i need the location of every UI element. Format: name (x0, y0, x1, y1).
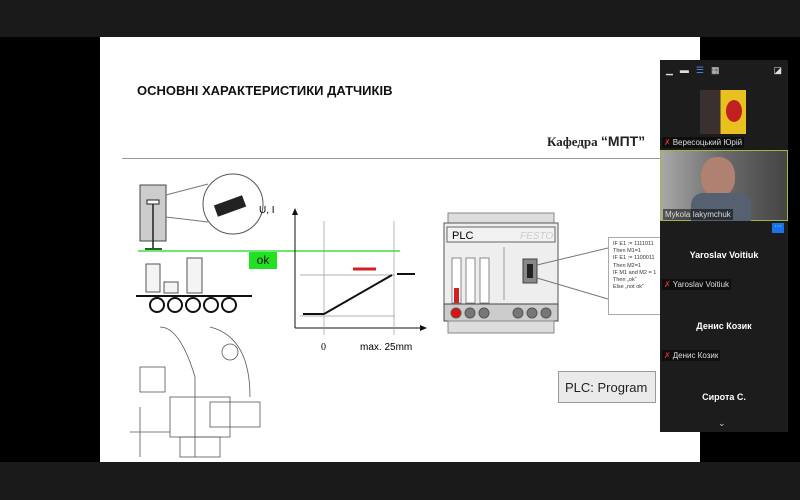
participant-name-tag: ✗Yaroslav Voitiuk (662, 279, 732, 290)
participant-display-name: Денис Козик (696, 321, 752, 331)
muted-mic-icon: ✗ (664, 351, 671, 360)
plc-program-box: PLC: Program (558, 371, 656, 403)
muted-mic-icon: ✗ (664, 138, 671, 147)
participant-name: Денис Козик (672, 351, 719, 360)
ok-indicator: ok (249, 252, 277, 269)
speaker-view-icon[interactable]: ☰ (695, 64, 704, 75)
graph-xmax-label: max. 25mm (360, 342, 412, 353)
gallery-view-icon[interactable]: ▦ (711, 64, 720, 75)
participant-name: Yaroslav Voitiuk (672, 280, 730, 289)
participant-name-tag: ✗Вересоцький Юрій (662, 137, 745, 148)
graph-x0-label: 0 (321, 342, 326, 353)
machine-sketch (130, 326, 261, 458)
muted-mic-icon: ✗ (664, 280, 671, 289)
minimize-icon[interactable]: ▁ (666, 64, 673, 75)
shared-screen-slide: ОСНОВНІ ХАРАКТЕРИСТИКИ ДАТЧИКІВ Кафедра … (100, 37, 700, 462)
participant-name: Mykola Iakymchuk (663, 209, 733, 220)
participants-panel: ▁ ▬ ☰ ▦ ◪ ✗Вересоцький Юрій Mykola Iakym… (660, 60, 788, 432)
active-speaker-tile[interactable]: Mykola Iakymchuk (660, 150, 788, 221)
slide-title: ОСНОВНІ ХАРАКТЕРИСТИКИ ДАТЧИКІВ (137, 83, 393, 98)
participant-tile[interactable]: ✗Вересоцький Юрій (660, 88, 788, 148)
more-options-button[interactable]: ··· (772, 223, 784, 233)
participant-tile[interactable]: Сирота С. (660, 370, 788, 425)
participant-video (701, 157, 735, 197)
divider (122, 158, 700, 159)
sensor-icon (213, 195, 247, 217)
department-name: “МПТ” (600, 133, 646, 149)
participant-display-name: Сирота С. (702, 392, 746, 402)
department-label: Кафедра “МПТ” (547, 133, 645, 150)
plc-device (443, 212, 609, 334)
graph-y-label: U, I (259, 205, 275, 216)
participant-photo (700, 90, 746, 134)
exit-fullscreen-icon[interactable]: ◪ (773, 64, 782, 75)
plc-brand: FESTO (520, 231, 553, 242)
participant-tile[interactable]: Денис Козик ✗Денис Козик (660, 300, 788, 362)
top-bar (0, 0, 800, 37)
characteristic-graph (292, 208, 427, 335)
panel-toolbar: ▁ ▬ ☰ ▦ ◪ (660, 60, 788, 80)
bottom-bar (0, 462, 800, 500)
participant-name-tag: ✗Денис Козик (662, 350, 721, 361)
department-prefix: Кафедра (547, 134, 601, 149)
thumbnail-view-icon[interactable]: ▬ (679, 65, 689, 75)
sensor-diagram: U, I 0 max. 25mm PLC FESTO (130, 173, 609, 458)
scroll-down-chevron-icon[interactable]: ⌄ (718, 418, 726, 428)
participant-name: Вересоцький Юрій (672, 138, 743, 147)
participant-display-name: Yaroslav Voitiuk (689, 250, 759, 260)
participant-tile[interactable]: Yaroslav Voitiuk ✗Yaroslav Voitiuk (660, 230, 788, 300)
plc-code-box: IF E1 := 1111011 Then M1=1 IF E1 := 1100… (608, 237, 668, 315)
plc-label: PLC (452, 230, 473, 242)
